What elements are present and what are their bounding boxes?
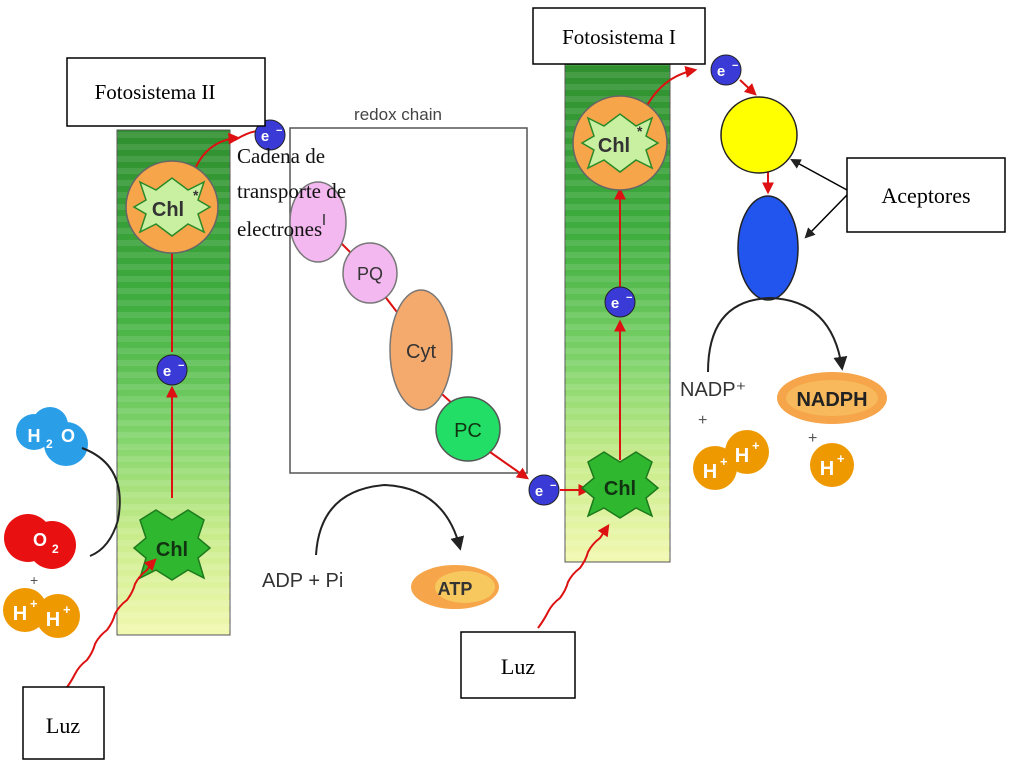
h-plus: + [752, 438, 760, 453]
atp-synthesis-arrow [315, 483, 465, 556]
psii-chl-excited-label: Chl [152, 199, 184, 221]
psi-chl-excited-label: Chl [598, 135, 630, 157]
light-wave-left [64, 558, 157, 691]
electron-label: e [611, 295, 619, 312]
redox-chain-label: redox chain [354, 105, 442, 124]
plus-sign-nadph: + [808, 430, 817, 447]
electron-minus: − [732, 60, 738, 72]
hplus-pair-left: H + H + [3, 588, 80, 638]
ps2-title: Fotosistema II [95, 80, 216, 104]
atp-label: ATP [438, 579, 473, 599]
hplus-single-right: H + [810, 443, 854, 487]
h-label: H [735, 445, 749, 467]
water-2: 2 [46, 437, 53, 451]
pq-label: PQ [357, 264, 383, 284]
luz-left-box: Luz [22, 686, 105, 760]
electron-label: e [261, 128, 269, 145]
cadena-line-2: transporte de [237, 179, 346, 203]
luz-right-label: Luz [501, 654, 535, 679]
chain-pq: PQ [342, 242, 398, 304]
luz-left-label: Luz [46, 713, 80, 738]
cadena-line-1: Cadena de [237, 144, 325, 168]
hplus-pair-right: H + H + [693, 430, 769, 490]
psii-chl-ground: Chl [132, 509, 212, 581]
ps1-title-box: Fotosistema I [532, 7, 706, 65]
nadp-reduction-arrow [707, 296, 848, 373]
electron-label: e [163, 363, 171, 380]
chain-cyt: Cyt [389, 289, 453, 411]
electron-minus: − [178, 360, 184, 372]
plus-sign-left: + [30, 572, 38, 588]
h-plus: + [63, 602, 71, 617]
aceptores-label: Aceptores [881, 183, 970, 208]
h-plus: + [720, 454, 728, 469]
chain-complex-first: I [289, 181, 347, 263]
chain-first-label: I [322, 212, 326, 229]
water-molecule: H 2 O [16, 407, 88, 466]
aceptores-callout: Aceptores [790, 157, 1006, 239]
cadena-line-3: electrones [237, 217, 322, 241]
psi-chl-excited: Chl * [572, 95, 668, 191]
psi-exit-electron: e − [710, 54, 742, 86]
adp-pi-label: ADP + Pi [262, 570, 343, 592]
oxygen-molecule: O 2 [4, 514, 76, 569]
psi-chl-ground: Chl [580, 451, 660, 519]
electron-label: e [717, 63, 725, 80]
chain-pc: PC [435, 396, 501, 462]
psi-electron: e − [604, 286, 636, 318]
plus-sign-nadp: + [698, 412, 707, 429]
psii-chl-label: Chl [156, 539, 188, 561]
psi-chl-star: * [637, 123, 643, 139]
ps1-title: Fotosistema I [562, 25, 676, 49]
water-h: H [28, 426, 41, 446]
pc-label: PC [454, 420, 482, 442]
acceptor-blue [737, 195, 799, 301]
psii-electron: e − [156, 354, 188, 386]
acceptor-yellow [720, 96, 798, 174]
water-split-arrow [81, 447, 121, 557]
h-label: H [703, 461, 717, 483]
psii-chl-excited: Chl * [125, 160, 219, 254]
nadph-label: NADPH [796, 389, 867, 411]
h-plus: + [30, 596, 38, 611]
psi-entry-electron: e − [528, 474, 560, 506]
o2-o: O [33, 530, 47, 550]
atp-ellipse: ATP [411, 565, 499, 609]
nadph-ellipse: NADPH [777, 372, 887, 424]
electron-label: e [535, 483, 543, 500]
h-label: H [820, 458, 834, 480]
acceptor-path [739, 79, 774, 195]
h-plus: + [837, 451, 845, 466]
ps2-title-box: Fotosistema II [66, 57, 266, 127]
light-wave-right [537, 524, 610, 629]
cadena-transporte-label: Cadena de transporte de electrones [237, 144, 346, 241]
electron-minus: − [626, 292, 632, 304]
luz-right-box: Luz [460, 631, 576, 699]
water-o: O [61, 426, 75, 446]
psii-chl-star: * [193, 187, 199, 203]
h-label: H [13, 603, 27, 625]
h-label: H [46, 609, 60, 631]
chain-entry-electron: e − [254, 119, 286, 151]
electron-minus: − [276, 125, 282, 137]
cyt-label: Cyt [406, 341, 436, 363]
electron-minus: − [550, 480, 556, 492]
nadp-plus-label: NADP⁺ [680, 379, 746, 401]
psi-chl-label: Chl [604, 478, 636, 500]
o2-2: 2 [52, 542, 59, 556]
